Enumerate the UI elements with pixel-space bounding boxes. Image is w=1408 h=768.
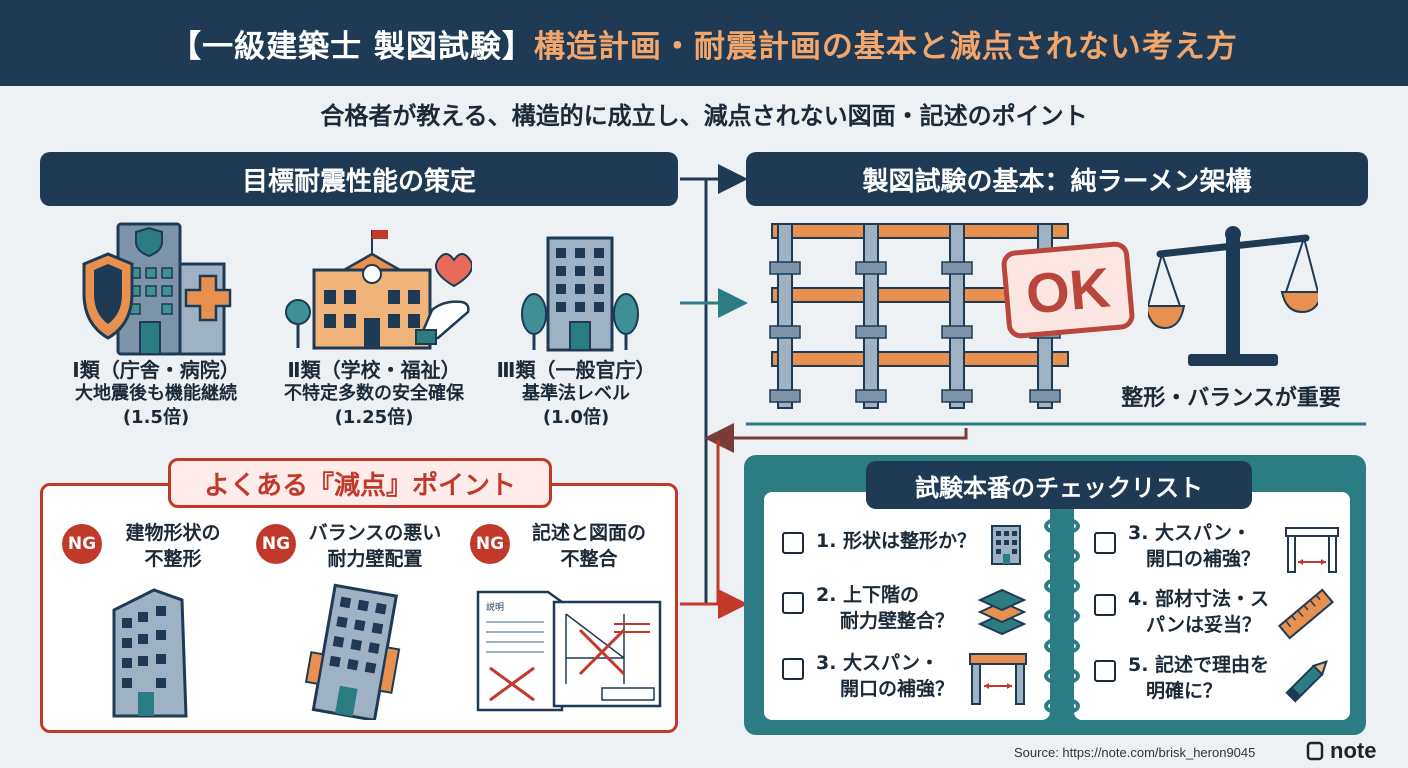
category-3: Ⅲ類（一般官庁） 基準法レベル (1.0倍): [476, 358, 676, 430]
checkbox-left-2[interactable]: [782, 592, 804, 614]
ng-item-3: 記述と図面の 不整合: [514, 520, 664, 572]
checkbox-left-3[interactable]: [782, 658, 804, 680]
check-item-left-2: 2. 上下階の 耐力壁整合？: [816, 582, 966, 634]
ng-item-1-line2: 不整形: [144, 548, 202, 570]
seismic-heading: 目標耐震性能の策定: [40, 152, 678, 206]
doc-label: 説明: [486, 601, 504, 613]
pen-icon: [1285, 660, 1328, 703]
category-2-factor: (1.25倍): [334, 407, 414, 428]
title-prefix: 【一級建築士 製図試験】: [170, 28, 534, 65]
check-item-left-3-line1: 3. 大スパン・: [816, 652, 940, 674]
note-logo-icon: [1306, 741, 1324, 761]
check-item-right-1: 3. 大スパン・ 開口の補強？: [1128, 520, 1278, 572]
check-item-right-1-line1: 3. 大スパン・: [1128, 522, 1252, 544]
category-3-factor: (1.0倍): [542, 407, 610, 428]
hospital-shield-icon: [82, 222, 232, 356]
balance-label: 整形・バランスが重要: [1121, 386, 1341, 411]
binder-rings: [1044, 517, 1080, 715]
check-item-right-3-line2: 明確に？: [1146, 680, 1223, 702]
check-item-left-3-line2: 開口の補強？: [840, 678, 955, 700]
category-1-factor: (1.5倍): [122, 407, 190, 428]
ng-item-2-line2: 耐力壁配置: [327, 548, 423, 570]
arrow-bottom: [680, 440, 748, 619]
frame-heading: 製図試験の基本：純ラーメン架構: [746, 152, 1368, 206]
ng-heading: よくある『減点』ポイント: [168, 458, 552, 508]
check-item-left-3: 3. 大スパン・ 開口の補強？: [816, 650, 966, 702]
ng-badge-3: NG: [470, 524, 510, 564]
check-item-right-2-line2: パンは妥当？: [1146, 614, 1261, 636]
note-logo-text: note: [1330, 738, 1377, 763]
subtitle: 合格者が教える、構造的に成立し、減点されない図面・記述のポイント: [320, 102, 1088, 130]
check-item-left-1-line1: 1. 形状は整形か？: [816, 530, 977, 552]
category-1-name: Ⅰ類（庁舎・病院）: [72, 358, 240, 382]
ng-item-1-line1: 建物形状の: [125, 522, 221, 544]
note-logo: note: [1306, 738, 1376, 764]
ng-badge-1: NG: [62, 524, 102, 564]
check-item-right-3-line1: 5. 記述で理由を: [1128, 654, 1270, 676]
checkbox-right-2[interactable]: [1094, 594, 1116, 616]
source-credit: Source: https://note.com/brisk_heron9045: [1014, 745, 1256, 760]
large-span-icon: [969, 653, 1027, 705]
category-2-desc: 不特定多数の安全確保: [284, 383, 464, 404]
category-1: Ⅰ類（庁舎・病院） 大地震後も機能継続 (1.5倍): [42, 358, 270, 430]
arrow-top: [680, 164, 748, 604]
title-main: 構造計画・耐震計画の基本と減点されない考え方: [533, 28, 1238, 65]
ng-badge-2: NG: [256, 524, 296, 564]
ng-item-2-line1: バランスの悪い: [308, 522, 442, 544]
check-item-left-1: 1. 形状は整形か？: [816, 528, 992, 554]
category-2: Ⅱ類（学校・福祉） 不特定多数の安全確保 (1.25倍): [260, 358, 488, 430]
check-item-right-1-line2: 開口の補強？: [1146, 548, 1261, 570]
checkbox-right-3[interactable]: [1094, 660, 1116, 682]
office-building-icon: [521, 236, 639, 352]
category-1-desc: 大地震後も機能継続: [75, 383, 237, 404]
ok-stamp: OK: [1000, 240, 1136, 340]
ruler-icon: [1277, 588, 1335, 640]
check-item-right-2-line1: 4. 部材寸法・ス: [1128, 588, 1270, 610]
ng-item-3-line2: 不整合: [560, 548, 618, 570]
checklist-heading: 試験本番のチェックリスト: [866, 461, 1252, 509]
ng-item-2: バランスの悪い 耐力壁配置: [300, 520, 450, 572]
school-icon: [285, 230, 472, 350]
irregular-building-icon: [112, 588, 188, 718]
category-3-desc: 基準法レベル: [522, 383, 630, 404]
header-bar: [0, 0, 1408, 86]
category-2-name: Ⅱ類（学校・福祉）: [287, 358, 461, 382]
checkbox-right-1[interactable]: [1094, 532, 1116, 554]
category-3-name: Ⅲ類（一般官庁）: [496, 358, 656, 382]
ng-item-3-line1: 記述と図面の: [531, 522, 646, 544]
balance-scale-icon: [1148, 226, 1318, 366]
page-title: 【一級建築士 製図試験】構造計画・耐震計画の基本と減点されない考え方: [0, 0, 1408, 86]
document-mismatch-icon: 説明: [476, 590, 662, 712]
check-item-left-2-line1: 2. 上下階の: [816, 584, 920, 606]
building-icon: [991, 525, 1021, 565]
tilted-building-icon: [304, 583, 401, 720]
checkbox-left-1[interactable]: [782, 532, 804, 554]
check-item-left-2-line2: 耐力壁整合？: [840, 610, 955, 632]
arrow-feedback: [704, 423, 968, 453]
check-item-right-2: 4. 部材寸法・ス パンは妥当？: [1128, 586, 1278, 638]
ng-item-1: 建物形状の 不整形: [108, 520, 238, 572]
check-item-right-3: 5. 記述で理由を 明確に？: [1128, 652, 1278, 704]
opening-frame-icon: [1285, 527, 1339, 573]
stacked-walls-icon: [977, 588, 1027, 636]
